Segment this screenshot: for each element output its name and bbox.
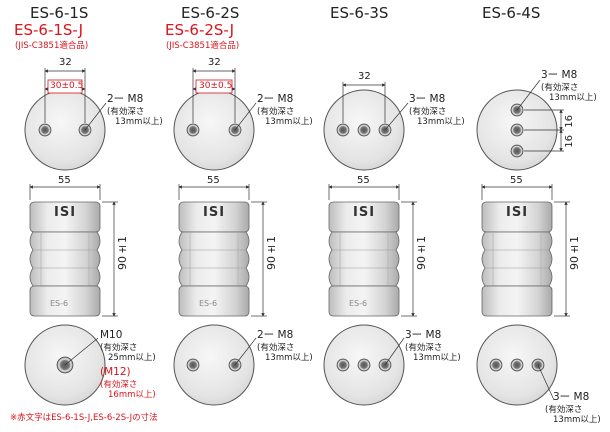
side-dimension-lines [29, 184, 570, 317]
top-hole [336, 123, 350, 137]
bottom-depth-note-3: (有効深さ [405, 343, 443, 353]
model-name-3: ES-6-3S [330, 4, 389, 22]
side-view-row [29, 201, 553, 317]
footnote: ※赤文字はES-6-1S-J,ES-6-2S-Jの寸法 [10, 413, 158, 423]
bottom-m10-depth-note: (有効深さ [100, 343, 138, 353]
side-width-dim-4: 55 [510, 175, 523, 186]
top-disc-2 [173, 89, 255, 171]
top-width-dim-2: 32 [208, 57, 221, 68]
pitch-dim-4s-lower: 16 [564, 135, 575, 148]
top-width-dim-3: 32 [358, 71, 371, 82]
body-logo-1: ISI [54, 205, 77, 220]
body-engraving-3: ES-6 [349, 299, 368, 308]
bottom-disc-2 [173, 324, 255, 406]
top-hole [38, 123, 52, 137]
top-depth-note-3: (有効深さ [409, 107, 447, 117]
side-height-dim-4: 90±1 [568, 236, 581, 270]
bottom-hole [510, 358, 524, 372]
top-depth-value-2: 13mm以上) [265, 117, 313, 127]
top-depth-note-4: (有効深さ [541, 83, 579, 93]
top-width-dim-1: 32 [59, 57, 72, 68]
side-width-dim-1: 55 [58, 175, 71, 186]
side-height-dim-1: 90±1 [116, 236, 129, 270]
pitch-dim-j-2: 30±0.5 [199, 81, 233, 91]
top-depth-value-4: 13mm以上) [549, 93, 597, 103]
side-height-dim-3: 90±1 [415, 236, 428, 270]
side-width-dim-3: 55 [357, 175, 370, 186]
bottom-m10-note: M10 [100, 329, 123, 341]
bottom-tap-note-3: 3ー M8 [405, 329, 442, 341]
jis-note-1: (JIS-C3851適合品) [15, 41, 89, 51]
bottom-m12-depth-note: (有効深さ [100, 380, 138, 390]
top-disc-1 [24, 89, 106, 171]
jis-note-2: (JIS-C3851適合品) [166, 41, 240, 51]
body-logo-2: ISI [203, 205, 226, 220]
model-name-4: ES-6-4S [482, 4, 541, 22]
top-tap-note-3: 3ー M8 [409, 93, 446, 105]
top-hole [186, 123, 200, 137]
bottom-m12-note: (M12) [100, 366, 131, 378]
pitch-dim-j-1: 30±0.5 [50, 81, 84, 91]
bottom-m12-depth-value: 16mm以上) [108, 390, 156, 400]
bottom-leader-lines [64, 337, 555, 401]
pitch-dim-4s-upper: 16 [564, 115, 575, 128]
top-hole [510, 144, 524, 158]
top-depth-note-1: (有効深さ [107, 107, 145, 117]
top-hole [510, 123, 524, 137]
model-name-2: ES-6-2S [181, 4, 240, 22]
model-name-1: ES-6-1S [30, 4, 89, 22]
top-depth-value-1: 13mm以上) [115, 117, 163, 127]
bottom-hole [186, 358, 200, 372]
pitch-box-1 [47, 79, 83, 94]
bottom-depth-note-2: (有効深さ [257, 343, 295, 353]
bottom-tap-note-2: 2ー M8 [257, 329, 294, 341]
bottom-depth-value-2: 13mm以上) [265, 353, 313, 363]
side-width-dim-2: 55 [207, 175, 220, 186]
body-engraving-2: ES-6 [199, 299, 218, 308]
bottom-hole [357, 358, 371, 372]
bottom-depth-value-3: 13mm以上) [413, 353, 461, 363]
top-depth-value-3: 13mm以上) [417, 117, 465, 127]
top-hole [357, 123, 371, 137]
top-tap-note-4: 3ー M8 [541, 69, 578, 81]
bottom-hole [336, 358, 350, 372]
top-depth-note-2: (有効深さ [257, 107, 295, 117]
side-height-dim-2: 90±1 [265, 236, 278, 270]
top-tap-note-2: 2ー M8 [257, 93, 294, 105]
body-logo-3: ISI [353, 205, 376, 220]
model-name-1-j: ES-6-1S-J [14, 21, 84, 39]
bottom-m10-depth-value: 25mm以上) [108, 353, 156, 363]
bottom-depth-value-4: 13mm以上) [553, 415, 601, 425]
model-name-2-j: ES-6-2S-J [165, 21, 235, 39]
bottom-depth-note-4: (有効深さ [545, 405, 583, 415]
body-engraving-1: ES-6 [50, 299, 69, 308]
top-tap-note-1: 2ー M8 [107, 93, 144, 105]
pitch-box-2 [195, 79, 233, 94]
bottom-tap-note-4: 3ー M8 [553, 391, 590, 403]
body-logo-4: ISI [506, 205, 529, 220]
bottom-hole [489, 358, 503, 372]
